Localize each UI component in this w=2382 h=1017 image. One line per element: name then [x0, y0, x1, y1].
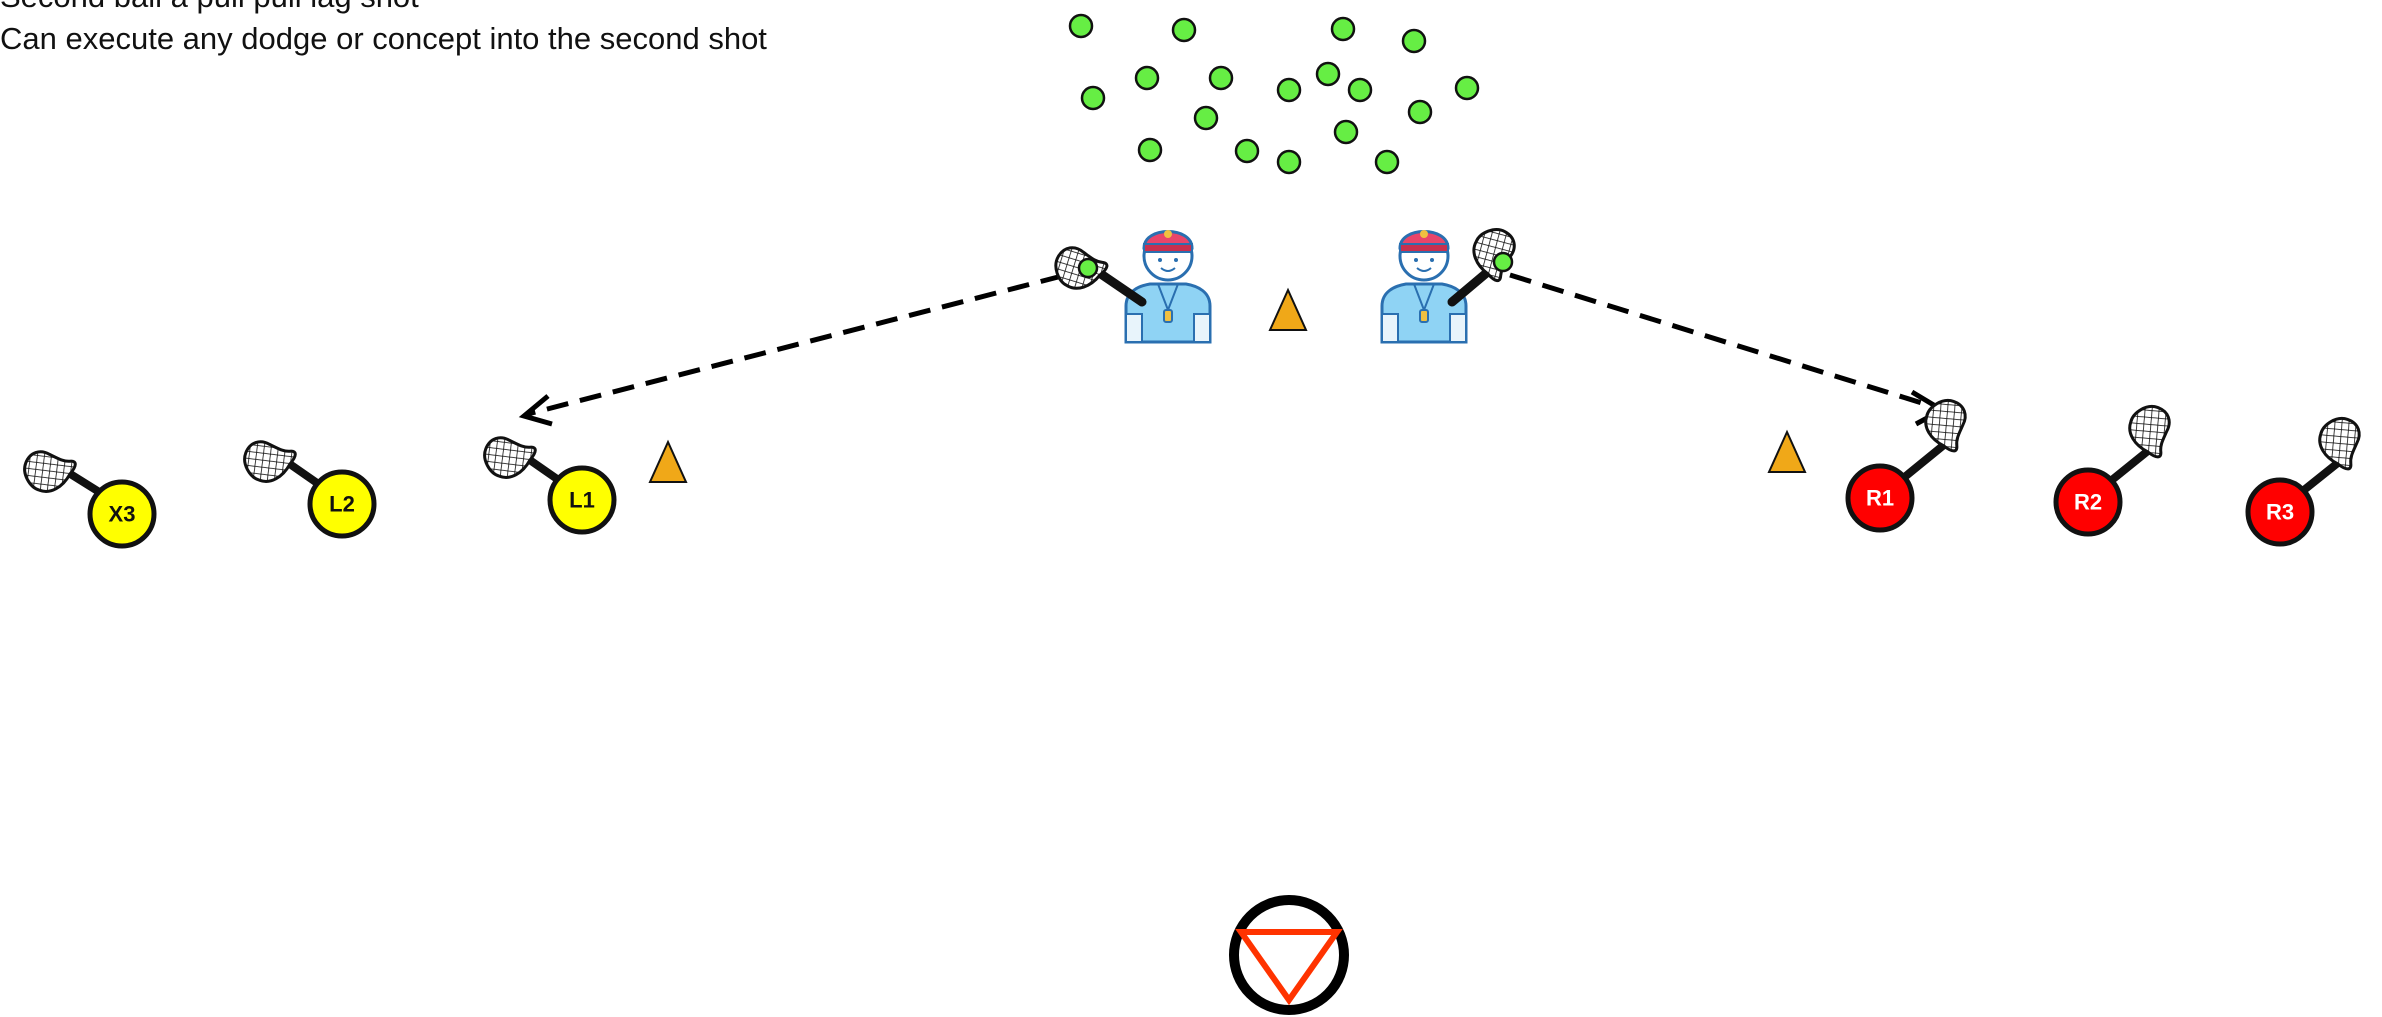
player-label-r3: R3 — [2266, 500, 2294, 525]
player-x3: X3 — [15, 435, 157, 549]
ball-icon — [1080, 85, 1106, 111]
cone-icon — [1767, 429, 1807, 473]
ball-icon — [1401, 28, 1427, 54]
ball-icon — [1171, 17, 1197, 43]
pass-arrow-left — [518, 273, 1063, 427]
ball-icon — [1492, 251, 1514, 273]
lacrosse-stick-icon — [235, 425, 303, 492]
ball-icon — [1315, 61, 1341, 87]
player-r3: R3 — [2245, 408, 2377, 547]
ball-icon — [1137, 137, 1163, 163]
player-label-r2: R2 — [2074, 490, 2102, 515]
coach-with-whistle-icon — [1124, 230, 1212, 344]
ball-icon — [1347, 77, 1373, 103]
coach-left-stick — [1047, 234, 1147, 307]
player-label-l2: L2 — [329, 492, 355, 517]
player-r1: R1 — [1845, 390, 1983, 533]
player-label-x3: X3 — [109, 502, 136, 527]
player-r2: R2 — [2053, 396, 2187, 537]
player-label-l1: L1 — [569, 488, 595, 513]
note-line-1: Second ball a pull pull lag shot — [0, 0, 767, 18]
ball-icon — [1407, 99, 1433, 125]
ball-icon — [1234, 138, 1260, 164]
ball-icon — [1276, 77, 1302, 103]
ball-icon — [1193, 105, 1219, 131]
player-l2: L2 — [235, 425, 377, 539]
cone-icon — [648, 439, 688, 483]
lacrosse-stick-icon — [475, 421, 543, 488]
drill-notes: Second ball a pull pull lag shot Can exe… — [0, 0, 767, 60]
ball-pile — [1068, 13, 1480, 175]
cone-icon — [1268, 287, 1308, 331]
ball-icon — [1454, 75, 1480, 101]
player-label-r1: R1 — [1866, 486, 1894, 511]
ball-icon — [1276, 149, 1302, 175]
lacrosse-stick-icon — [2309, 408, 2377, 476]
coach-right-stick — [1447, 220, 1529, 307]
coach-left — [1124, 230, 1212, 344]
ball-icon — [1333, 119, 1359, 145]
coach-right — [1380, 230, 1468, 344]
note-line-2: Can execute any dodge or concept into th… — [0, 21, 767, 56]
goal-icon — [1229, 895, 1349, 1015]
coach-with-whistle-icon — [1380, 230, 1468, 344]
ball-icon — [1068, 13, 1094, 39]
pass-arrow-right — [1509, 272, 1948, 427]
player-l1: L1 — [475, 421, 617, 535]
ball-icon — [1374, 149, 1400, 175]
lacrosse-stick-icon — [15, 435, 83, 502]
ball-icon — [1134, 65, 1160, 91]
lacrosse-stick-icon — [2119, 396, 2187, 464]
ball-icon — [1208, 65, 1234, 91]
ball-icon — [1077, 257, 1099, 279]
ball-icon — [1330, 16, 1356, 42]
